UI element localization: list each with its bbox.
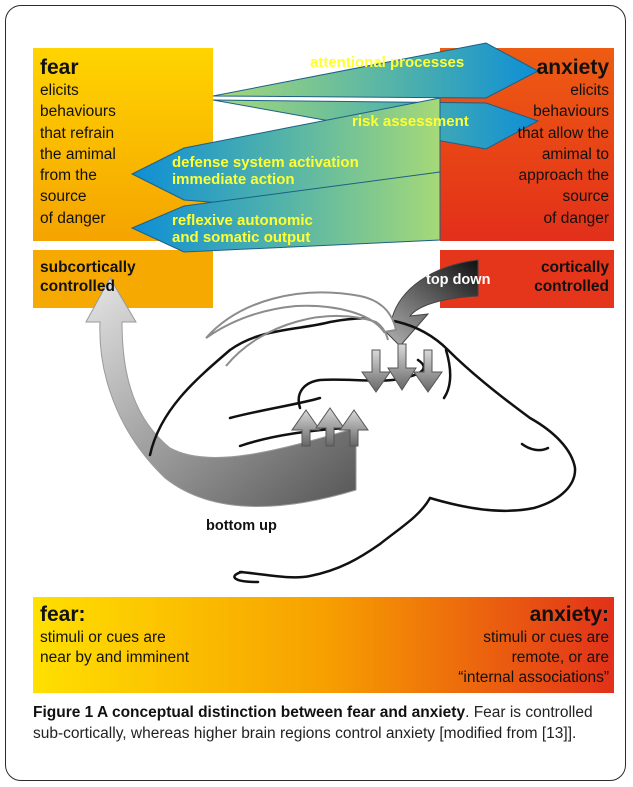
anxiety-title: anxiety	[537, 57, 609, 78]
top-down-label: top down	[426, 272, 490, 288]
bottom-fear-text: stimuli or cues are near by and imminent	[40, 628, 189, 668]
horn	[206, 292, 396, 338]
bottom-anxiety-text: stimuli or cues are remote, or are “inte…	[458, 628, 609, 688]
label-reflexive-output: reflexive autonomic and somatic output	[172, 212, 313, 246]
horn-inner	[226, 316, 388, 366]
label-risk-assessment: risk assessment	[352, 113, 469, 130]
subcortical-label: subcortically controlled	[40, 258, 136, 296]
cortical-label: cortically controlled	[534, 258, 609, 296]
goat-head	[150, 318, 575, 582]
fear-description: elicits behaviours that refrain the amim…	[40, 80, 116, 229]
bottom-anxiety-title: anxiety:	[530, 604, 609, 625]
anxiety-description: elicits behaviours that allow the amimal…	[518, 80, 609, 229]
internal-down-arrows	[362, 344, 442, 392]
figure-caption: Figure 1 A conceptual distinction betwee…	[33, 702, 613, 744]
fear-title: fear	[40, 57, 79, 78]
bottom-up-label: bottom up	[206, 518, 277, 534]
internal-up-arrows	[292, 408, 368, 446]
label-attentional-processes: attentional processes	[310, 54, 464, 71]
label-defense-activation: defense system activation immediate acti…	[172, 154, 359, 188]
caption-title: Figure 1 A conceptual distinction betwee…	[33, 704, 465, 721]
bottom-fear-title: fear:	[40, 604, 86, 625]
bottom-up-arrow	[86, 278, 356, 507]
